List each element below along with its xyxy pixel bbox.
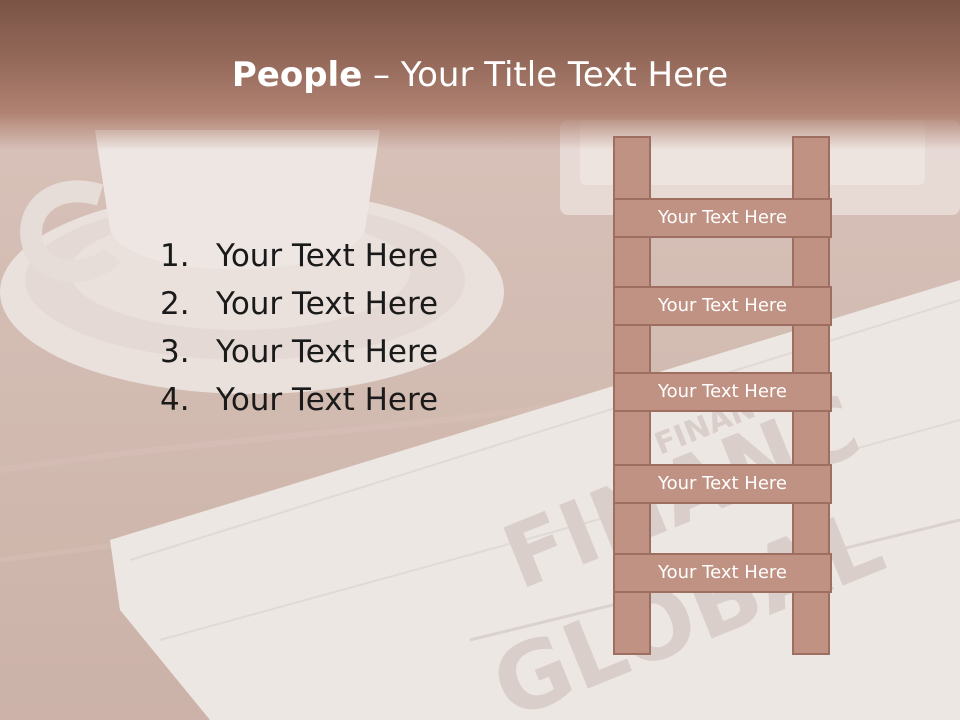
list-item-number: 4.: [160, 382, 190, 418]
list-item-number: 2.: [160, 286, 190, 322]
slide-title-bold: People: [231, 55, 363, 95]
title-band: [0, 0, 960, 150]
ladder-rung-4: Your Text Here: [613, 464, 832, 504]
slide-title: People – Your Title Text Here: [0, 52, 960, 98]
list-item-number: 3.: [160, 334, 190, 370]
list-item: 3. Your Text Here: [160, 328, 438, 376]
list-item-text: Your Text Here: [216, 382, 439, 418]
ladder-rung-5: Your Text Here: [613, 553, 832, 593]
list-item: 2. Your Text Here: [160, 280, 438, 328]
ladder-rung-1: Your Text Here: [613, 198, 832, 238]
list-item: 1. Your Text Here: [160, 232, 438, 280]
ladder-rung-2: Your Text Here: [613, 286, 832, 326]
ladder-rung-3: Your Text Here: [613, 372, 832, 412]
list-item-text: Your Text Here: [216, 238, 439, 274]
list-item-number: 1.: [160, 238, 190, 274]
list-item-text: Your Text Here: [216, 334, 439, 370]
list-item: 4. Your Text Here: [160, 376, 438, 424]
slide-title-rest: – Your Title Text Here: [362, 55, 729, 95]
numbered-list: 1. Your Text Here 2. Your Text Here 3. Your…: [160, 232, 438, 424]
list-item-text: Your Text Here: [216, 286, 439, 322]
